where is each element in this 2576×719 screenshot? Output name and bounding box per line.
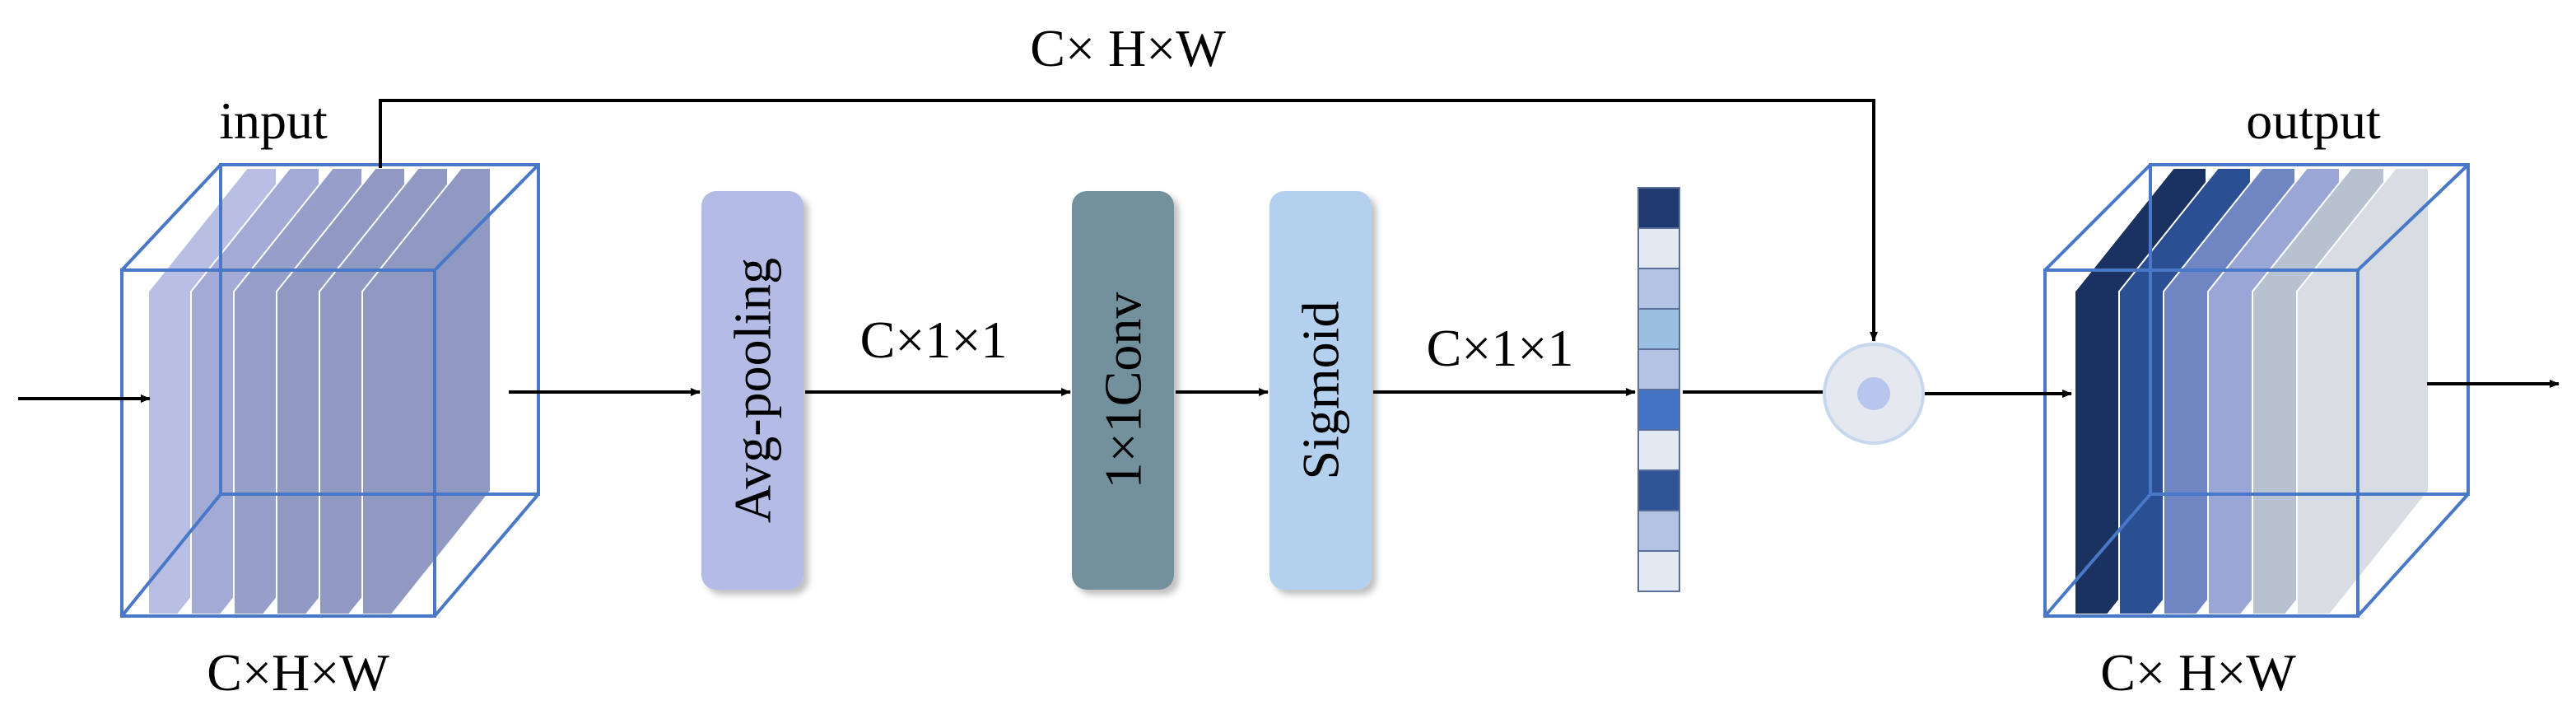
sigmoid-dims-label: C×1×1: [1427, 319, 1574, 377]
output-slices: [2074, 167, 2429, 615]
conv-label: 1×1Conv: [1094, 292, 1153, 489]
skip-dims-label: C× H×W: [1030, 19, 1226, 77]
weight-cell-6: [1637, 389, 1680, 431]
input-tensor: [120, 163, 540, 618]
skip-connection-arrow: [379, 99, 1878, 342]
input-label: input: [219, 91, 328, 150]
sigmoid-block: Sigmoid: [1269, 191, 1372, 590]
weight-cell-4: [1637, 308, 1680, 350]
avgpool-block: Avg-pooling: [701, 191, 804, 590]
output-label: output: [2246, 91, 2381, 150]
weight-cell-2: [1637, 227, 1680, 269]
input-dims-label: C×H×W: [207, 643, 389, 702]
weight-cell-3: [1637, 268, 1680, 310]
channel-weight-vector: [1637, 187, 1680, 592]
connections: [18, 99, 2560, 403]
output-dims-label: C× H×W: [2100, 643, 2296, 702]
elementwise-multiply-icon: [1823, 343, 1925, 445]
conv-block: 1×1Conv: [1072, 191, 1174, 590]
output-tensor: [2043, 163, 2470, 618]
avgpool-label: Avg-pooling: [724, 258, 782, 523]
weight-cell-10: [1637, 550, 1680, 592]
weight-cell-9: [1637, 510, 1680, 552]
weight-cell-8: [1637, 469, 1680, 511]
weight-cell-5: [1637, 348, 1680, 390]
pool-dims-label: C×1×1: [860, 310, 1008, 369]
input-slices: [147, 167, 491, 615]
sigmoid-label: Sigmoid: [1292, 301, 1350, 480]
output-cube-frame: [2043, 163, 2470, 618]
weight-cell-1: [1637, 187, 1680, 229]
weight-cell-7: [1637, 429, 1680, 471]
